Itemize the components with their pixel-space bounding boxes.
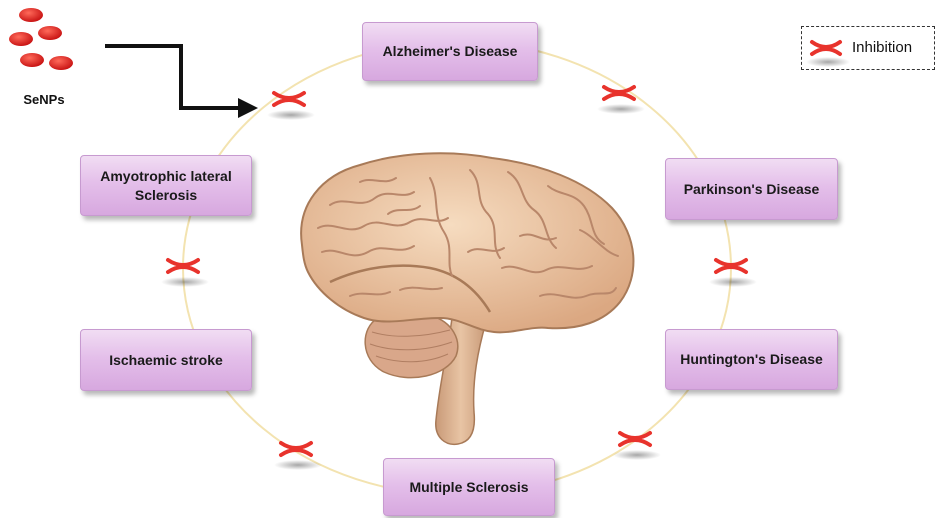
disease-node-multiple-sclerosis: Multiple Sclerosis: [383, 458, 555, 516]
senps-label: SeNPs: [19, 92, 69, 107]
disease-node-parkinsons: Parkinson's Disease: [665, 158, 838, 220]
senps-arrow: [105, 46, 258, 118]
disease-node-als: Amyotrophic lateral Sclerosis: [80, 155, 252, 216]
nanoparticles-icon: [9, 8, 73, 70]
inhibition-mark-huntingtons-ms: [613, 433, 661, 460]
inhibition-mark-ms-ischaemic: [274, 443, 322, 470]
disease-node-ischaemic-stroke: Ischaemic stroke: [80, 329, 252, 391]
inhibition-mark-parkinsons-huntingtons: [709, 260, 757, 287]
inhibition-mark-alzheimers-parkinsons: [597, 87, 645, 114]
disease-node-alzheimers: Alzheimer's Disease: [362, 22, 538, 81]
legend-label: Inhibition: [852, 39, 912, 56]
disease-node-huntingtons: Huntington's Disease: [665, 329, 838, 390]
brain-illustration: [301, 153, 633, 444]
inhibition-mark-ischaemic-als: [161, 260, 209, 287]
inhibition-mark-senps-alzheimers: [267, 93, 315, 120]
legend: Inhibition: [801, 26, 935, 70]
